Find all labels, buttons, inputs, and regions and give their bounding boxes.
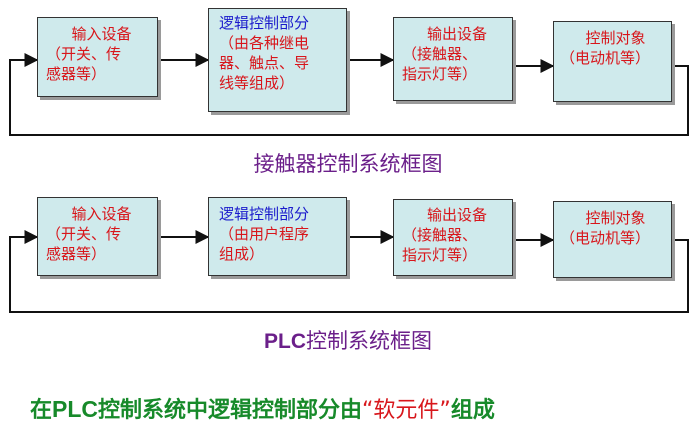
caption-1: 接触器控制系统框图 [0, 148, 696, 178]
caption-2-text: 控制系统框图 [306, 329, 432, 353]
logic-line3-1: 器、触点、导 [219, 54, 310, 72]
logic-line2-2: （由用户程序 [219, 225, 310, 243]
footer-statement: 在PLC控制系统中逻辑控制部分由“软元件”组成 [30, 392, 495, 424]
feedback-line-1 [9, 53, 689, 136]
footer-part-1: 在 [30, 398, 53, 423]
input-title-1: 输入设备 [71, 25, 132, 43]
input-line2-2: （开关、传 [46, 225, 122, 243]
logic-control-box-2: 逻辑控制部分 （由用户程序 组成） [208, 197, 347, 276]
feedback-line-2 [9, 230, 689, 313]
input-device-box-1: 输入设备 （开关、传 感器等） [37, 17, 158, 97]
logic-line4-1: 线等组成） [219, 74, 295, 92]
input-title-2: 输入设备 [71, 205, 132, 223]
output-line3-2: 指示灯等） [402, 246, 478, 264]
footer-soft-element: “软元件” [362, 398, 451, 423]
output-device-box-2: 输出设备 （接触器、 指示灯等） [393, 199, 513, 276]
logic-title-1: 逻辑控制部分 [219, 14, 310, 32]
input-line2-1: （开关、传 [46, 45, 122, 63]
input-line3-2: 感器等） [46, 245, 107, 263]
caption-1-text: 接触器控制系统框图 [253, 152, 443, 176]
output-title-1: 输出设备 [426, 25, 487, 43]
output-title-2: 输出设备 [426, 206, 487, 224]
caption-2-latin: PLC [264, 330, 306, 353]
caption-2: PLC控制系统框图 [0, 325, 696, 355]
logic-title-2: 逻辑控制部分 [219, 205, 310, 223]
logic-line3-2: 组成） [219, 245, 265, 263]
target-title-1: 控制对象 [585, 29, 646, 47]
target-line2-2: （电动机等） [560, 229, 651, 247]
logic-line2-1: （由各种继电 [219, 34, 310, 52]
target-title-2: 控制对象 [585, 209, 646, 227]
logic-control-box-1: 逻辑控制部分 （由各种继电 器、触点、导 线等组成） [208, 8, 347, 112]
output-line3-1: 指示灯等） [402, 65, 478, 83]
footer-part-3: 控制系统中逻辑控制部分由 [98, 398, 363, 423]
output-line2-1: （接触器、 [402, 45, 478, 63]
input-device-box-2: 输入设备 （开关、传 感器等） [37, 197, 158, 276]
output-line2-2: （接触器、 [402, 226, 478, 244]
output-device-box-1: 输出设备 （接触器、 指示灯等） [393, 17, 513, 101]
footer-part-5: 组成 [450, 398, 495, 423]
control-target-box-1: 控制对象 （电动机等） [553, 21, 672, 102]
footer-plc: PLC [52, 396, 99, 422]
control-target-box-2: 控制对象 （电动机等） [553, 201, 672, 278]
target-line2-1: （电动机等） [560, 49, 651, 67]
input-line3-1: 感器等） [46, 65, 107, 83]
